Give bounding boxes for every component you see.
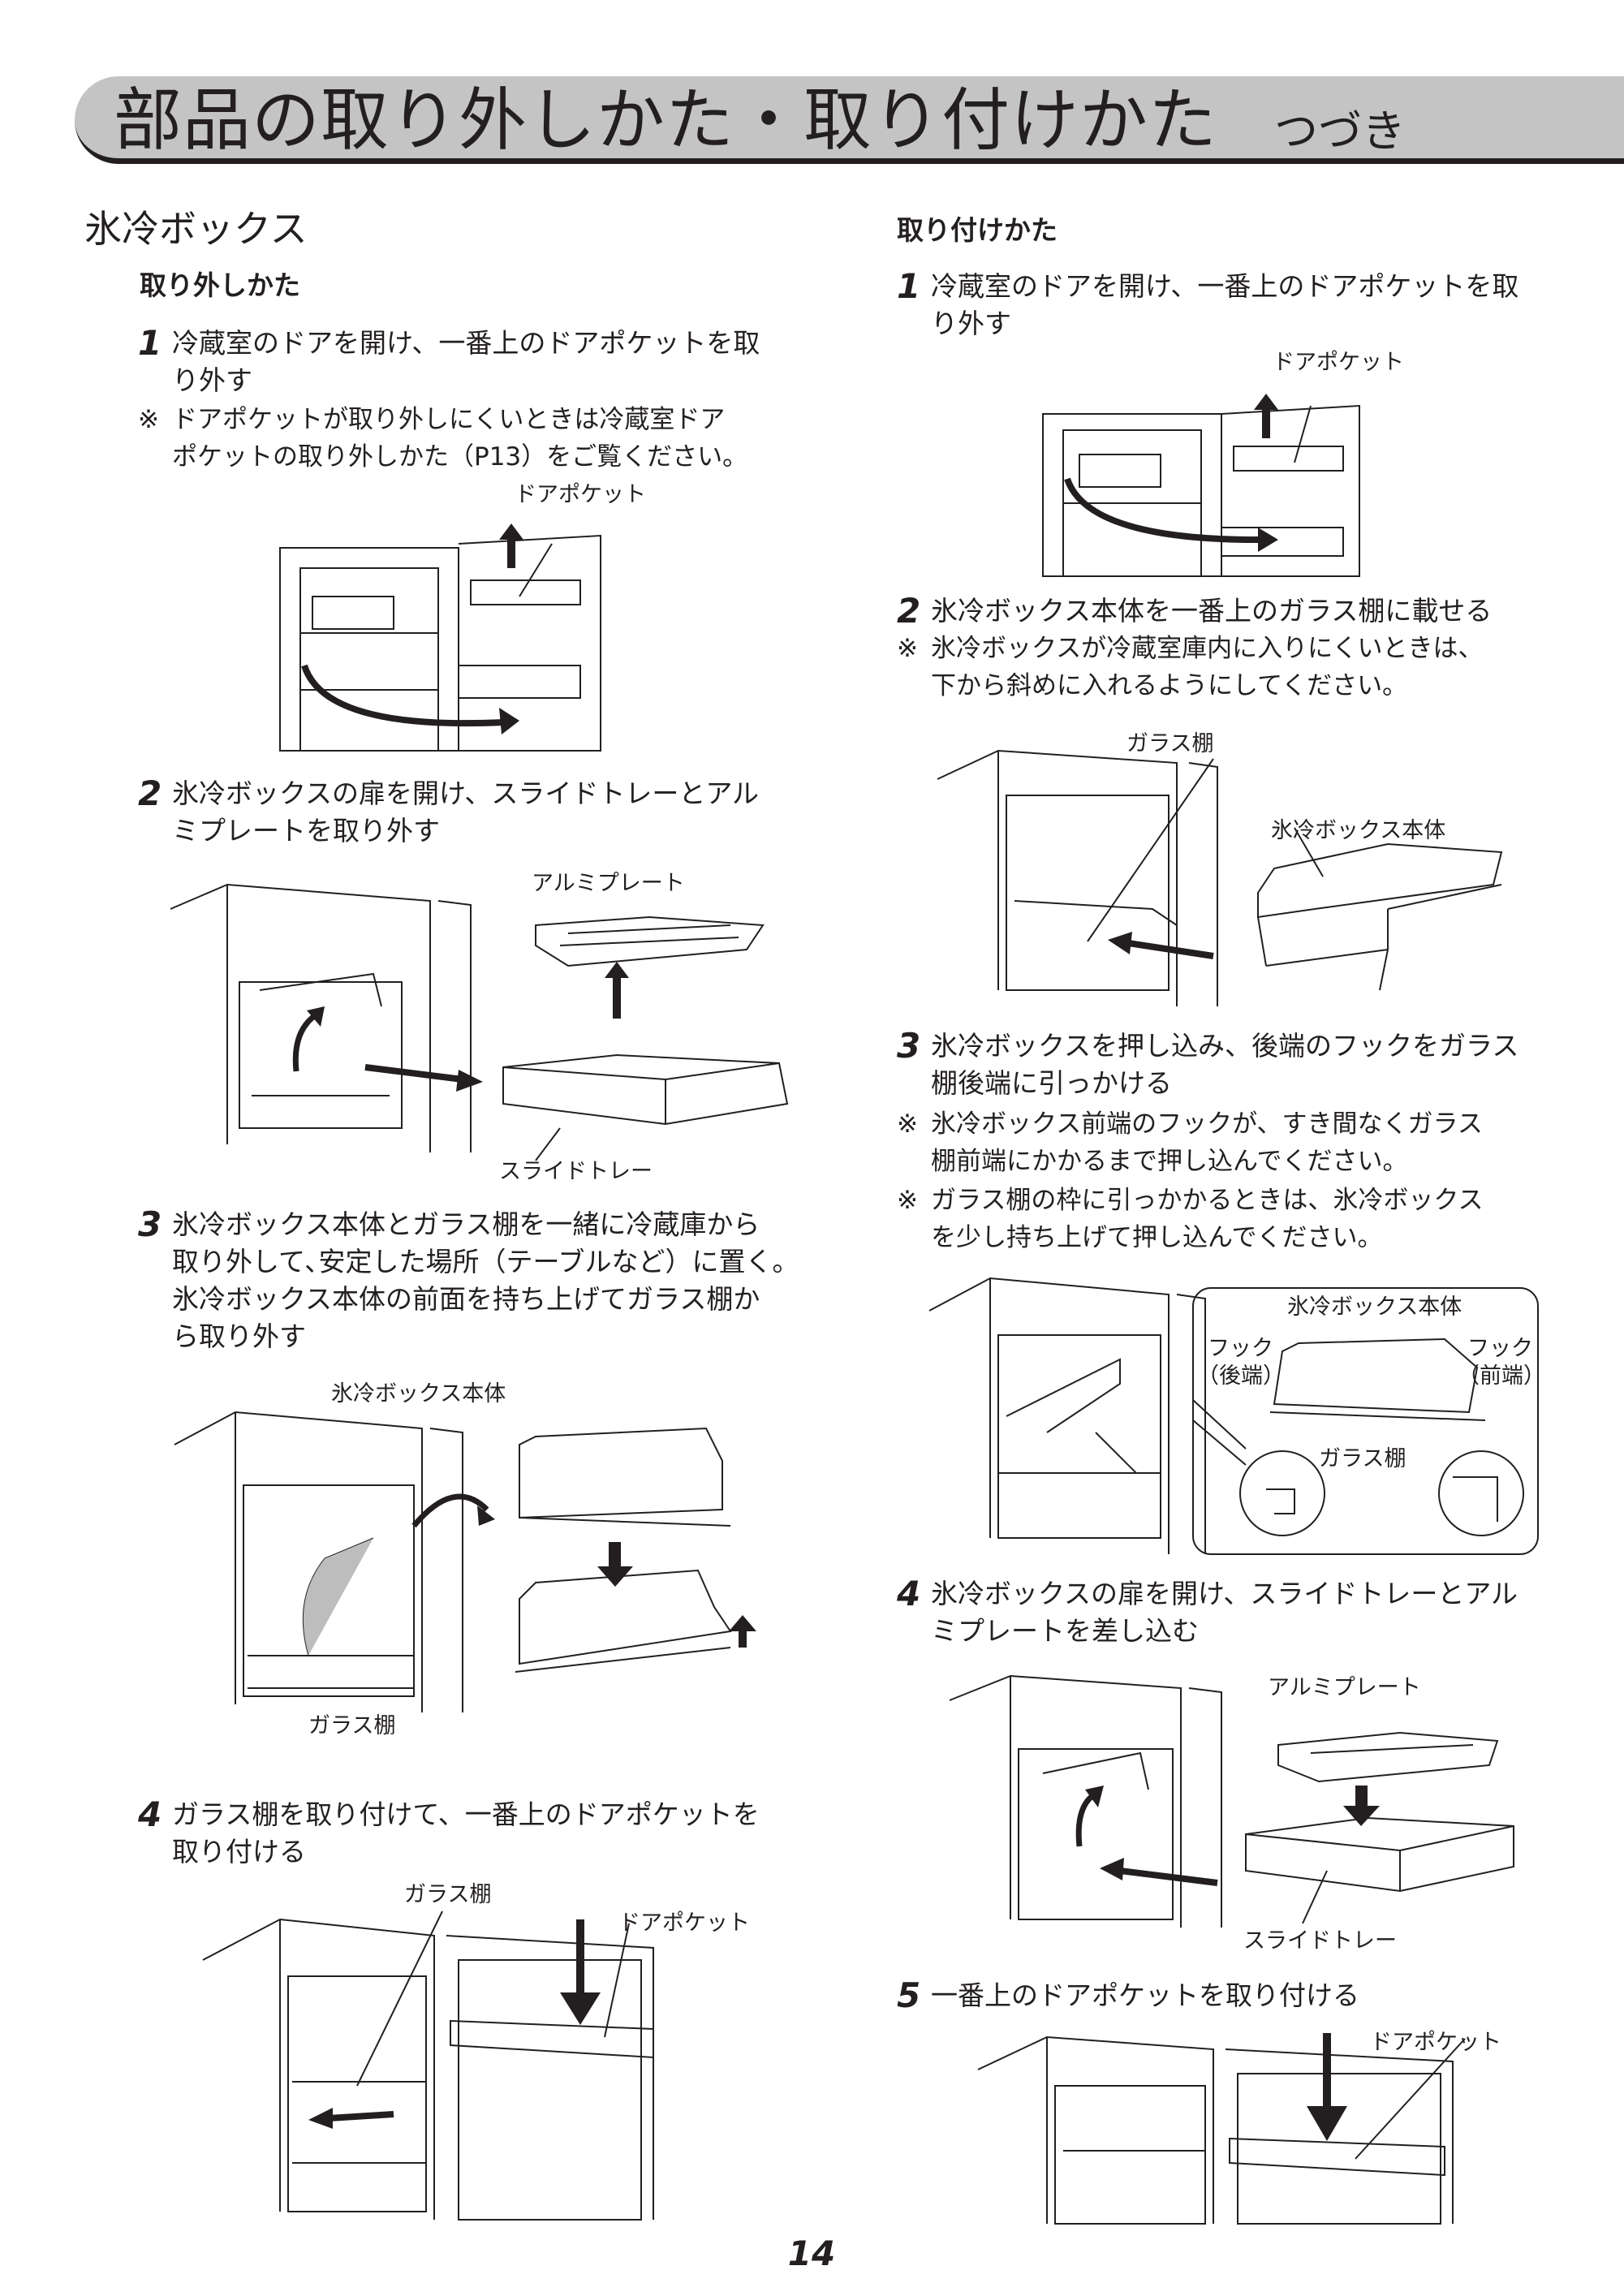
note-line: ポケットの取り外しかた（P13）をご覧ください。 <box>172 442 748 472</box>
note-line: 氷冷ボックス前端のフックが、すき間なくガラス <box>931 1109 1483 1139</box>
install-heading: 取り付けかた <box>897 214 1058 246</box>
label-glass-shelf: ガラス棚 <box>308 1713 396 1738</box>
install-step-5-text: 一番上のドアポケットを取り付ける <box>931 1977 1596 2014</box>
note-line: ガラス棚の枠に引っかかるときは、氷冷ボックス <box>931 1186 1484 1215</box>
step-line: 氷冷ボックス本体の前面を持ち上げてガラス棚か <box>172 1283 760 1315</box>
label-ice-box-body: 氷冷ボックス本体 <box>331 1381 506 1406</box>
note-line: ドアポケットが取り外しにくいときは冷蔵室ドア <box>172 405 726 434</box>
removal-heading: 取り外しかた <box>140 269 300 301</box>
label-rear-end: （後端） <box>1197 1363 1285 1389</box>
note-line: 棚前端にかかるまで押し込んでください。 <box>931 1147 1408 1176</box>
header-banner <box>75 76 1624 164</box>
note-mark: ※ <box>138 405 159 434</box>
figure-install-step-3 <box>925 1278 1542 1554</box>
install-step-4-text: 氷冷ボックスの扉を開け、スライドトレーとアル ミプレートを差し込む <box>931 1575 1596 1650</box>
step-line: 氷冷ボックスの扉を開け、スライドトレーとアル <box>172 778 760 809</box>
label-hook-rear: フック <box>1208 1336 1273 1361</box>
step-line: 取り付ける <box>172 1836 306 1867</box>
note-line: 氷冷ボックスが冷蔵室庫内に入りにくいときは、 <box>931 634 1484 663</box>
step-line: ら取り外す <box>172 1320 306 1352</box>
removal-step-1-text: 冷蔵室のドアを開け、一番上のドアポケットを取 り外す <box>172 325 821 399</box>
removal-step-4-text: ガラス棚を取り付けて、一番上のドアポケットを 取り付ける <box>172 1796 821 1871</box>
label-front-end: （前端） <box>1458 1363 1545 1389</box>
page-title: 部品の取り外しかた・取り付けかた <box>114 80 1218 160</box>
removal-step-3-text: 氷冷ボックス本体とガラス棚を一緒に冷蔵庫から 取り外して､安定した場所（テーブル… <box>172 1206 821 1355</box>
step-line: 取り外して､安定した場所（テーブルなど）に置く。 <box>172 1246 799 1277</box>
install-step-3-text: 氷冷ボックスを押し込み、後端のフックをガラス 棚後端に引っかける <box>931 1027 1596 1102</box>
note-mark: ※ <box>897 1186 918 1215</box>
removal-step-1-note: ドアポケットが取り外しにくいときは冷蔵室ドア ポケットの取り外しかた（P13）を… <box>172 401 821 476</box>
step-line: 冷蔵室のドアを開け、一番上のドアポケットを取 <box>172 327 760 359</box>
step-line: ガラス棚を取り付けて、一番上のドアポケットを <box>172 1798 760 1830</box>
install-step-3-number: 3 <box>897 1026 921 1066</box>
note-line: を少し持ち上げて押し込んでください。 <box>931 1223 1383 1252</box>
step-line: ミプレートを取り外す <box>172 815 440 846</box>
install-step-1-number: 1 <box>897 266 921 306</box>
install-step-3-note-2: ガラス棚の枠に引っかかるときは、氷冷ボックス を少し持ち上げて押し込んでください… <box>931 1182 1596 1256</box>
install-step-5-number: 5 <box>897 1975 921 2015</box>
label-ice-box-body: 氷冷ボックス本体 <box>1287 1294 1462 1320</box>
label-glass-shelf: ガラス棚 <box>1319 1446 1406 1471</box>
label-slide-tray: スライドトレー <box>499 1159 653 1184</box>
figure-install-step-2 <box>933 747 1518 1006</box>
step-line: 氷冷ボックスの扉を開け、スライドトレーとアル <box>931 1578 1518 1609</box>
removal-step-1-number: 1 <box>138 323 162 363</box>
label-glass-shelf: ガラス棚 <box>1126 731 1214 756</box>
note-line: 下から斜めに入れるようにしてください。 <box>931 671 1408 700</box>
page-number: 14 <box>787 2234 836 2273</box>
label-aluminum-plate: アルミプレート <box>532 871 685 896</box>
install-step-2-text: 氷冷ボックス本体を一番上のガラス棚に載せる <box>931 592 1596 630</box>
page-subtitle: つづき <box>1274 106 1406 157</box>
step-line: 氷冷ボックス本体とガラス棚を一緒に冷蔵庫から <box>172 1208 760 1240</box>
removal-step-4-number: 4 <box>138 1794 162 1834</box>
figure-install-step-4 <box>946 1676 1530 1928</box>
step-line: り外す <box>931 308 1011 339</box>
label-door-pocket: ドアポケット <box>1370 2030 1501 2055</box>
note-mark: ※ <box>897 634 918 663</box>
label-glass-shelf: ガラス棚 <box>404 1882 492 1907</box>
label-ice-box-body: 氷冷ボックス本体 <box>1271 818 1446 843</box>
step-line: り外す <box>172 364 252 396</box>
step-line: 冷蔵室のドアを開け、一番上のドアポケットを取 <box>931 270 1519 302</box>
removal-step-3-number: 3 <box>138 1204 162 1244</box>
removal-step-2-number: 2 <box>138 773 162 813</box>
figure-removal-step-4 <box>199 1911 702 2220</box>
step-line: 氷冷ボックス本体を一番上のガラス棚に載せる <box>931 595 1493 627</box>
label-aluminum-plate: アルミプレート <box>1268 1675 1421 1700</box>
step-line: ミプレートを差し込む <box>931 1615 1199 1647</box>
install-step-1-text: 冷蔵室のドアを開け、一番上のドアポケットを取 り外す <box>931 268 1596 342</box>
install-step-4-number: 4 <box>897 1574 921 1613</box>
label-hook-front: フック <box>1467 1336 1533 1361</box>
figure-install-step-1 <box>1039 394 1396 576</box>
label-door-pocket: ドアポケット <box>515 482 646 507</box>
figure-removal-step-1 <box>276 523 633 755</box>
install-step-2-number: 2 <box>897 591 921 631</box>
label-slide-tray: スライドトレー <box>1243 1928 1397 1954</box>
note-mark: ※ <box>897 1109 918 1139</box>
step-line: 棚後端に引っかける <box>931 1067 1172 1099</box>
figure-install-step-5 <box>974 2029 1493 2224</box>
figure-removal-step-2 <box>162 885 812 1152</box>
section-title: 氷冷ボックス <box>84 207 308 251</box>
removal-step-2-text: 氷冷ボックスの扉を開け、スライドトレーとアル ミプレートを取り外す <box>172 775 821 850</box>
figure-removal-step-3 <box>170 1412 756 1712</box>
install-step-2-note: 氷冷ボックスが冷蔵室庫内に入りにくいときは、 下から斜めに入れるようにしてくださ… <box>931 630 1596 704</box>
install-step-3-note-1: 氷冷ボックス前端のフックが、すき間なくガラス 棚前端にかかるまで押し込んでくださ… <box>931 1105 1596 1180</box>
step-line: 一番上のドアポケットを取り付ける <box>931 1979 1359 2011</box>
step-line: 氷冷ボックスを押し込み、後端のフックをガラス <box>931 1030 1519 1062</box>
label-door-pocket: ドアポケット <box>1273 350 1404 375</box>
label-door-pocket: ドアポケット <box>618 1910 750 1936</box>
